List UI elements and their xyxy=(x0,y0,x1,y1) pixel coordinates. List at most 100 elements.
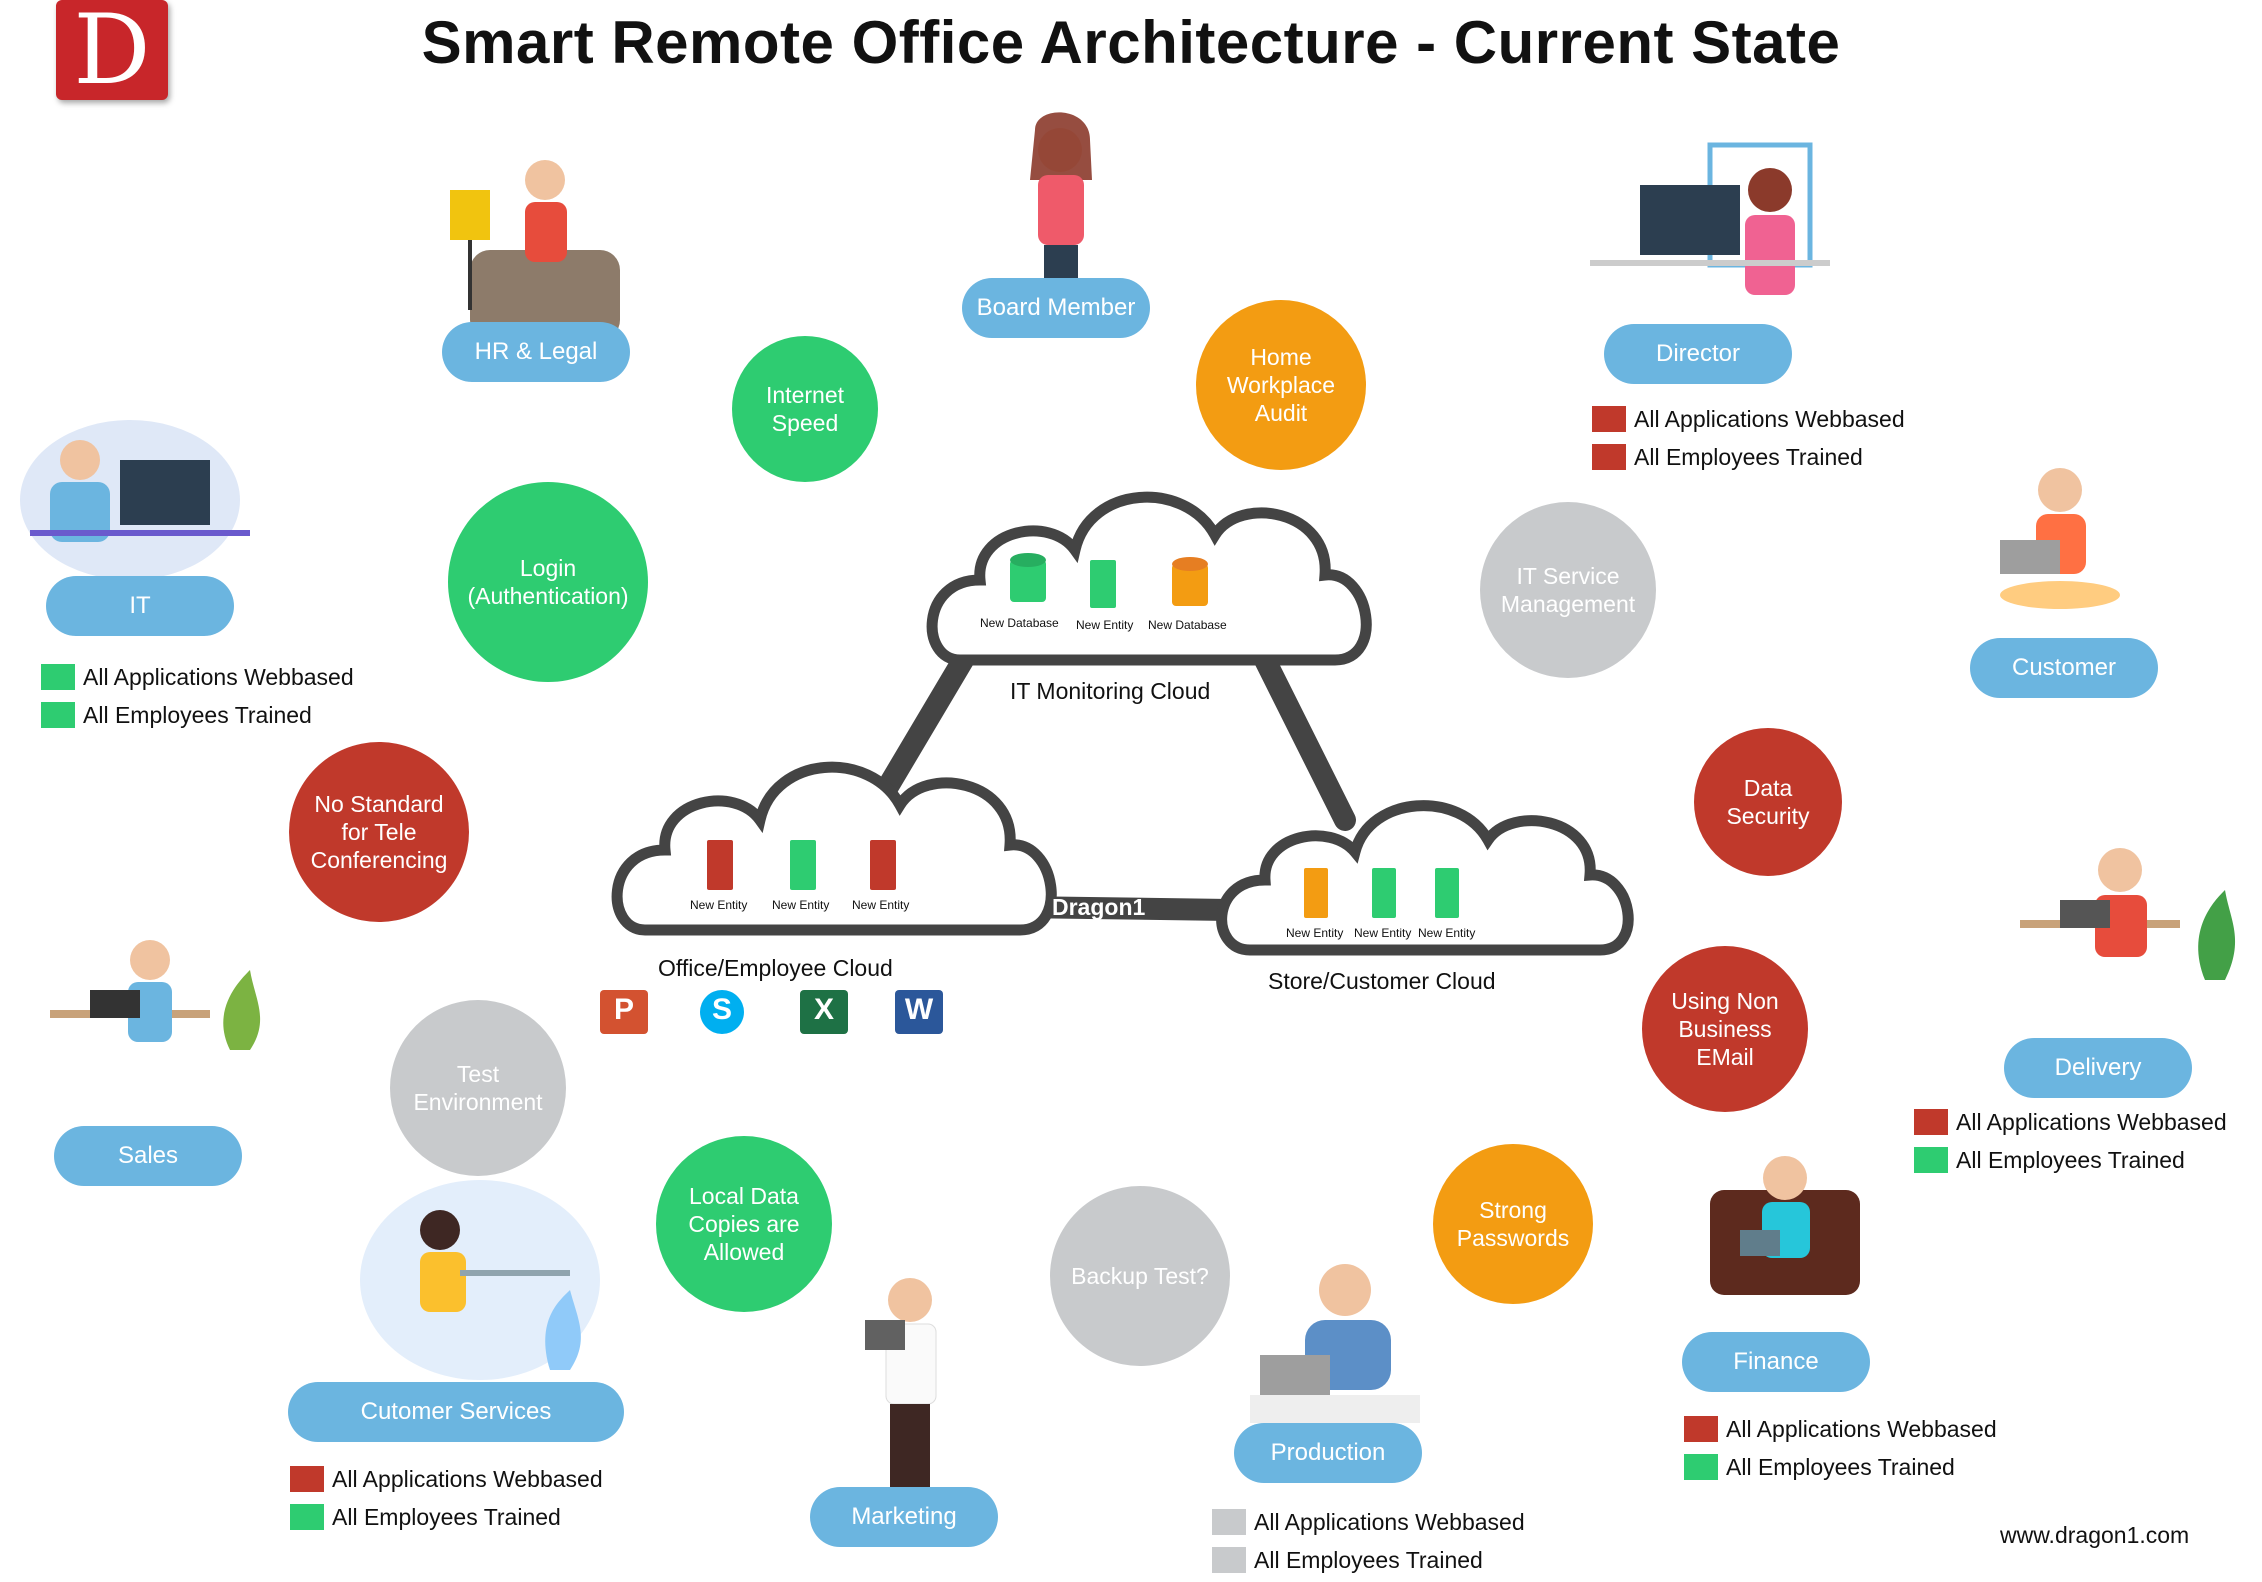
illustration-customer-services xyxy=(360,1180,600,1380)
office-entity-icon-1 xyxy=(707,840,733,890)
legend-label: All Employees Trained xyxy=(1254,1546,1483,1573)
it-item-label-2: New Entity xyxy=(1076,618,1134,632)
powerpoint-letter: P xyxy=(613,993,634,1026)
legend-label: All Employees Trained xyxy=(1956,1146,2185,1173)
office-employee-cloud xyxy=(611,761,1057,936)
skype-icon xyxy=(700,990,744,1034)
word-letter: W xyxy=(904,993,934,1026)
legend-label: All Applications Webbased xyxy=(1956,1108,2227,1135)
store-customer-cloud xyxy=(1216,800,1634,956)
legend-label: All Applications Webbased xyxy=(1634,405,1905,432)
illustration-delivery xyxy=(2020,848,2236,980)
store-entity-icon-3 xyxy=(1435,868,1459,918)
topic-strong-passwords: Strong Passwords xyxy=(1433,1144,1593,1304)
link-it-store xyxy=(1244,629,1356,831)
store-entity-icon-2 xyxy=(1372,868,1396,918)
it-monitoring-cloud-label: IT Monitoring Cloud xyxy=(1010,678,1211,704)
it-item-label-3: New Database xyxy=(1148,618,1227,632)
legend-row: All Employees Trained xyxy=(1212,1541,1525,1579)
legend-label: All Applications Webbased xyxy=(332,1465,603,1492)
illustration-finance xyxy=(1710,1156,1860,1295)
illustration-director xyxy=(1590,142,1830,295)
illustration-it xyxy=(20,420,250,580)
topic-home-workplace-audit: Home Workplace Audit xyxy=(1196,300,1366,470)
legend-label: All Applications Webbased xyxy=(1726,1415,1997,1442)
legend-row: All Applications Webbased xyxy=(41,658,354,696)
store-item-label-1: New Entity xyxy=(1286,926,1344,940)
office-item-label-1: New Entity xyxy=(690,898,748,912)
status-swatch-red xyxy=(290,1466,324,1492)
store-cloud-label: Store/Customer Cloud xyxy=(1268,968,1496,994)
role-production: Production xyxy=(1234,1423,1422,1483)
it-item-label-1: New Database xyxy=(980,616,1059,630)
status-swatch-red xyxy=(1684,1416,1718,1442)
topic-test-environment: Test Environment xyxy=(390,1000,566,1176)
illustration-production xyxy=(1250,1264,1420,1423)
role-customer-services: Cutomer Services xyxy=(288,1382,624,1442)
role-it: IT xyxy=(46,576,234,636)
role-delivery: Delivery xyxy=(2004,1038,2192,1098)
legend-production: All Applications Webbased All Employees … xyxy=(1212,1503,1525,1579)
legend-row: All Applications Webbased xyxy=(1684,1410,1997,1448)
role-customer: Customer xyxy=(1970,638,2158,698)
it-monitoring-cloud xyxy=(926,491,1372,666)
role-marketing: Marketing xyxy=(810,1487,998,1547)
illustration-board-member xyxy=(1030,112,1092,295)
office-item-label-2: New Entity xyxy=(772,898,830,912)
legend-row: All Applications Webbased xyxy=(1592,400,1905,438)
page-title: Smart Remote Office Architecture - Curre… xyxy=(421,9,1841,76)
legend-row: All Employees Trained xyxy=(1914,1141,2227,1179)
illustration-customer xyxy=(2000,468,2120,609)
illustration-marketing xyxy=(865,1278,937,1504)
store-item-label-3: New Entity xyxy=(1418,926,1476,940)
legend-row: All Employees Trained xyxy=(41,696,354,734)
skype-letter: S xyxy=(711,993,732,1026)
new-entity-icon-1 xyxy=(1090,560,1116,608)
legend-label: All Employees Trained xyxy=(1726,1453,1955,1480)
topic-internet-speed: Internet Speed xyxy=(732,336,878,482)
store-item-label-2: New Entity xyxy=(1354,926,1412,940)
legend-label: All Applications Webbased xyxy=(83,663,354,690)
office-item-label-3: New Entity xyxy=(852,898,910,912)
topic-data-security: Data Security xyxy=(1694,728,1842,876)
topic-login-authentication: Login (Authentication) xyxy=(448,482,648,682)
legend-it: All Applications Webbased All Employees … xyxy=(41,658,354,734)
illustration-hr-legal xyxy=(450,160,620,340)
office-cloud-label: Office/Employee Cloud xyxy=(658,955,893,981)
status-swatch-red xyxy=(1592,406,1626,432)
legend-label: All Employees Trained xyxy=(1634,443,1863,470)
legend-row: All Employees Trained xyxy=(1684,1448,1997,1486)
role-finance: Finance xyxy=(1682,1332,1870,1392)
role-director: Director xyxy=(1604,324,1792,384)
legend-director: All Applications Webbased All Employees … xyxy=(1592,400,1905,476)
role-sales: Sales xyxy=(54,1126,242,1186)
office-entity-icon-2 xyxy=(790,840,816,890)
legend-row: All Applications Webbased xyxy=(1914,1103,2227,1141)
legend-label: All Applications Webbased xyxy=(1254,1508,1525,1535)
legend-delivery: All Applications Webbased All Employees … xyxy=(1914,1103,2227,1179)
legend-row: All Employees Trained xyxy=(1592,438,1905,476)
powerpoint-icon xyxy=(600,990,648,1034)
illustration-sales xyxy=(50,940,261,1050)
role-board-member: Board Member xyxy=(962,278,1150,338)
status-swatch-red xyxy=(1592,444,1626,470)
topic-it-service-management: IT Service Management xyxy=(1480,502,1656,678)
legend-row: All Applications Webbased xyxy=(1212,1503,1525,1541)
status-swatch-grey xyxy=(1212,1547,1246,1573)
dragon1-logo: D xyxy=(56,0,168,106)
excel-letter: X xyxy=(813,993,834,1026)
legend-label: All Employees Trained xyxy=(332,1503,561,1530)
footer-url[interactable]: www.dragon1.com xyxy=(2000,1522,2190,1548)
store-entity-icon-1 xyxy=(1304,868,1328,918)
role-hr-legal: HR & Legal xyxy=(442,322,630,382)
office-app-icons xyxy=(600,990,943,1034)
topic-non-business-email: Using Non Business EMail xyxy=(1642,946,1808,1112)
legend-row: All Employees Trained xyxy=(290,1498,603,1536)
status-swatch-green xyxy=(1914,1147,1948,1173)
new-database-icon-1 xyxy=(1010,560,1046,602)
status-swatch-red xyxy=(1914,1109,1948,1135)
word-icon xyxy=(895,990,943,1034)
topic-no-standard-teleconferencing: No Standard for Tele Conferencing xyxy=(289,742,469,922)
topic-local-data-copies: Local Data Copies are Allowed xyxy=(656,1136,832,1312)
